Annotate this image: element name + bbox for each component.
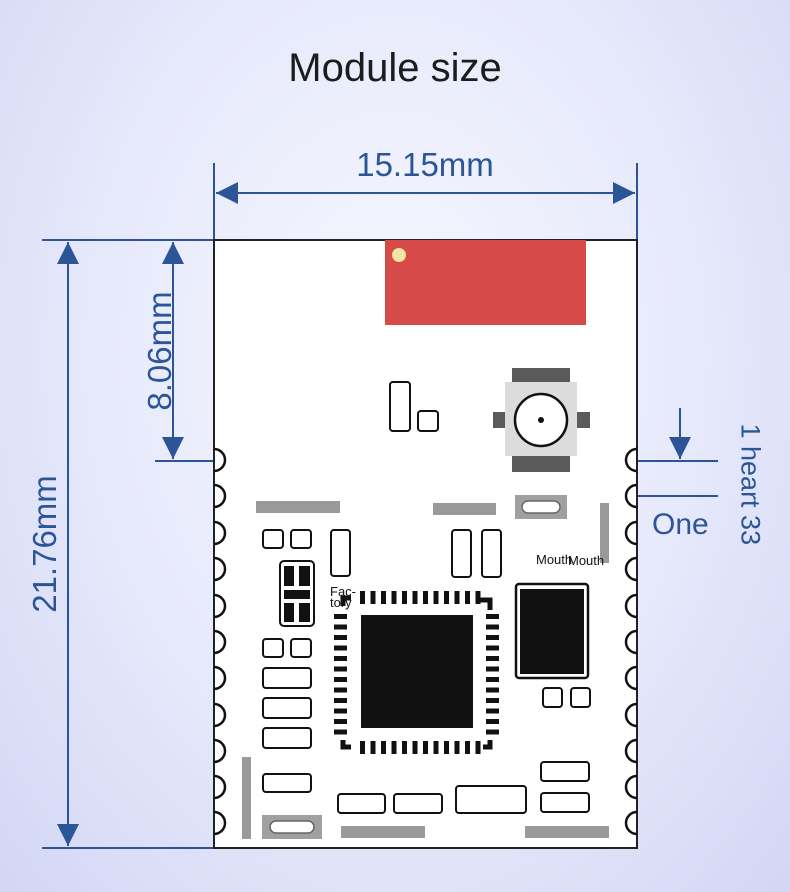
chip-pin <box>334 656 347 661</box>
antenna-area <box>385 240 586 325</box>
chip-pin <box>370 741 376 754</box>
chip-pin <box>465 741 470 754</box>
mouth-silkscreen-b: Mouth <box>568 553 605 568</box>
chip-pin <box>486 708 499 714</box>
ufl-connector <box>493 368 590 472</box>
chip-pin <box>486 719 499 724</box>
chip-pin <box>334 719 347 724</box>
chip-pin <box>391 741 397 754</box>
chip-pin <box>412 591 418 604</box>
boot-button-symbol <box>262 815 322 839</box>
crystal <box>514 582 590 680</box>
chip-pin <box>334 708 347 714</box>
chip-pin <box>360 741 365 754</box>
chip-pin <box>486 656 499 661</box>
factory-text-line1: Fac- <box>330 584 356 599</box>
left-pads <box>213 447 227 836</box>
chip-pin <box>433 741 439 754</box>
chip-pin <box>475 741 481 754</box>
chip-pin <box>454 591 460 604</box>
chip-pin <box>402 591 407 604</box>
passive-components <box>262 529 591 814</box>
pad-pitch-label: 1 heart 33 <box>735 423 766 546</box>
chip-pin <box>486 645 499 651</box>
chip-pin <box>486 687 499 693</box>
chip-pin <box>486 666 499 672</box>
chip-pin <box>334 614 347 619</box>
chip-pin <box>381 591 386 604</box>
chip-pin <box>334 687 347 693</box>
page-title: Module size <box>288 46 502 90</box>
chip-pin <box>444 591 449 604</box>
chip-pin <box>381 741 386 754</box>
antenna-marker <box>392 248 406 262</box>
factory-text-line2: tory <box>330 595 352 610</box>
chip-pin <box>334 624 347 630</box>
chip-pin <box>334 635 347 640</box>
chip-pin <box>486 677 499 682</box>
reset-button-symbol <box>515 495 567 519</box>
chip-pin <box>334 729 347 735</box>
chip-pin <box>412 741 418 754</box>
chip-pin <box>433 591 439 604</box>
chip-pin <box>360 591 365 604</box>
chip-pin <box>486 635 499 640</box>
antenna-dimension-label: 8.06mm <box>141 291 178 411</box>
chip-pin <box>444 741 449 754</box>
factory-silkscreen: Fac- tory <box>330 584 356 610</box>
chip-pin <box>334 677 347 682</box>
chip-pin <box>486 614 499 619</box>
chip-pin <box>370 591 376 604</box>
chip-pin <box>423 741 428 754</box>
chip-pin <box>486 698 499 703</box>
mouth-silkscreen-a: Mouth <box>536 552 573 567</box>
small-capacitors <box>389 381 439 432</box>
chip-pin <box>486 729 499 735</box>
chip-pin <box>402 741 407 754</box>
width-dimension-label: 15.15mm <box>356 146 494 183</box>
chip-pin <box>334 666 347 672</box>
chip-pin <box>454 741 460 754</box>
chip-pin <box>334 698 347 703</box>
pin-one-label: One <box>652 508 709 541</box>
chip-pin <box>486 624 499 630</box>
chip-pin <box>334 645 347 651</box>
main-chip <box>334 591 499 754</box>
chip-pin <box>423 591 428 604</box>
height-dimension-label: 21.76mm <box>26 475 63 613</box>
chip-pin <box>465 591 470 604</box>
right-pads <box>624 447 638 836</box>
silkscreen-bars <box>242 501 609 839</box>
voltage-regulator <box>279 560 315 627</box>
chip-pin <box>391 591 397 604</box>
dimension-lines <box>42 163 718 849</box>
